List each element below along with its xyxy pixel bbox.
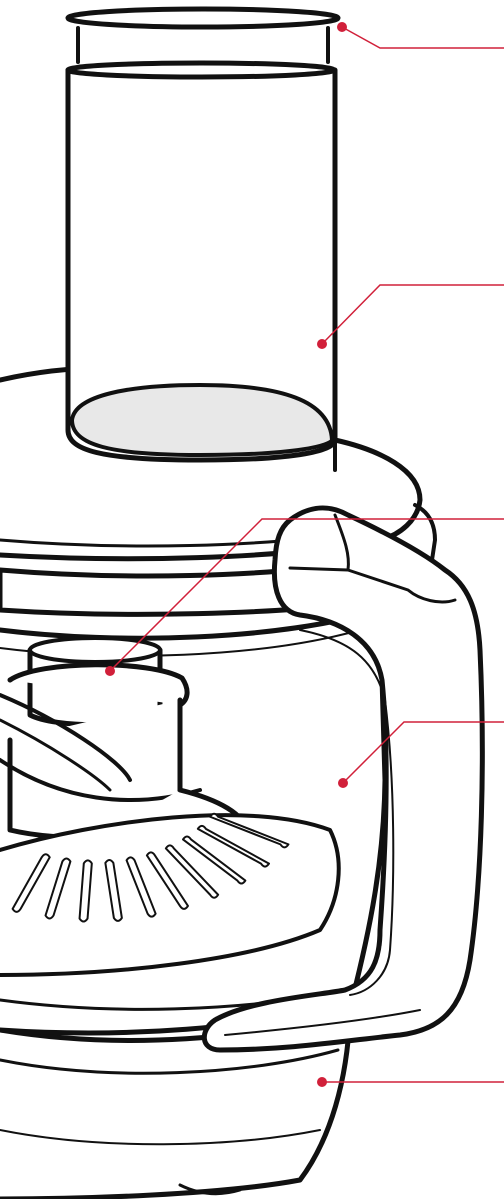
callout-pusher-rim [337, 22, 504, 48]
callout-food-pusher [317, 285, 504, 349]
callout-motor-base [317, 1077, 504, 1087]
food-pusher [68, 63, 335, 460]
pusher-rim [68, 9, 338, 62]
